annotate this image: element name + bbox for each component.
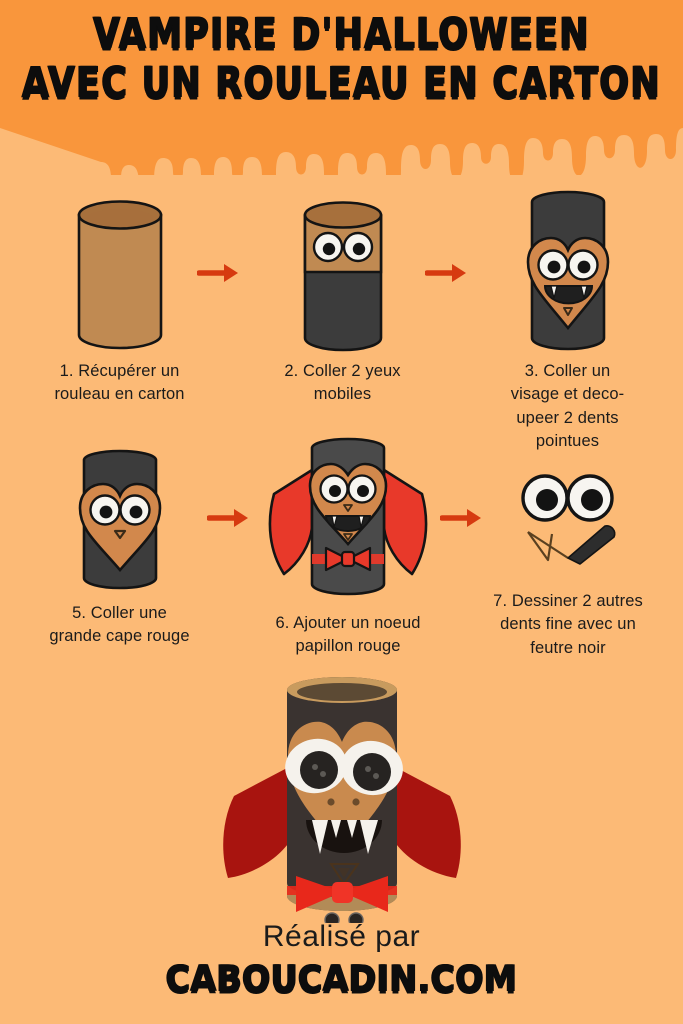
step-5-illustration [22,442,217,602]
caption-line: 1. Récupérer un [59,362,180,380]
arrow-right-icon-2 [425,264,466,282]
caption-line: feutre noir [530,638,606,657]
step-5-caption: 5. Coller une grande cape rouge [22,602,217,649]
step-6-caption: 6. Ajouter un noeud papillon rouge [248,612,448,659]
step-2-caption: 2. Coller 2 yeux mobiles [245,360,440,407]
title-line-1: VAMPIRE D'HALLOWEEN [93,10,590,60]
drip-banner-shape [0,0,683,175]
caption-line: 7. Dessiner 2 autres [493,592,643,610]
caption-line: 2. Coller 2 yeux [284,362,401,380]
caption-line: rouleau en carton [54,385,185,404]
step-5: 5. Coller une grande cape rouge [22,442,217,649]
title-line-2: AVEC UN ROULEAU EN CARTON [22,59,661,108]
footer: Réalisé par CABOUCADIN.COM [0,920,683,1000]
step-3-illustration [470,180,665,360]
step-7: 7. Dessiner 2 autres dents fine avec un … [468,460,668,660]
roll-with-googly-eyes-icon [303,201,383,352]
caption-line: papillon rouge [295,637,401,656]
roll-with-heart-face-icon [78,449,162,590]
caption-line: upeer 2 dents [516,408,619,427]
eyes-and-marker-tooth-icon [521,474,616,565]
step-7-illustration [468,460,668,590]
step-1-illustration [22,180,217,360]
step-7-caption: 7. Dessiner 2 autres dents fine avec un … [468,590,668,660]
final-result-photo [0,668,683,928]
step-1-caption: 1. Récupérer un rouleau en carton [22,360,217,407]
caption-line: dents fine avec un [500,615,636,634]
step-6-illustration [248,432,448,612]
caption-line: visage et deco- [510,385,625,404]
roll-with-heart-face-and-fangs-icon [526,190,610,351]
arrow-right-icon-4 [440,509,481,527]
arrow-right-icon-3 [207,509,248,527]
page-title: VAMPIRE D'HALLOWEEN AVEC UN ROULEAU EN C… [0,10,683,105]
header-banner: VAMPIRE D'HALLOWEEN AVEC UN ROULEAU EN C… [0,0,683,175]
caption-line: 6. Ajouter un noeud [275,614,421,632]
arrow-right-icon-1 [197,264,238,282]
step-6: 6. Ajouter un noeud papillon rouge [248,432,448,659]
footer-brand[interactable]: CABOUCADIN.COM [165,957,518,1000]
step-1: 1. Récupérer un rouleau en carton [22,180,217,407]
caption-line: mobiles [313,385,372,404]
plain-cardboard-roll-icon [77,200,163,350]
step-3-caption: 3. Coller un visage et deco- upeer 2 den… [470,360,665,454]
footer-made-by: Réalisé par [262,920,421,953]
step-3: 3. Coller un visage et deco- upeer 2 den… [470,180,665,454]
caption-line: 3. Coller un [524,362,611,380]
caption-line: pointues [535,432,600,451]
caption-line: grande cape rouge [49,627,190,646]
vampire-with-cape-and-bowtie-icon [268,437,428,596]
caption-line: 5. Coller une [72,604,167,622]
finished-vampire-craft-illustration [222,677,461,928]
step-2: 2. Coller 2 yeux mobiles [245,180,440,407]
step-2-illustration [245,180,440,360]
